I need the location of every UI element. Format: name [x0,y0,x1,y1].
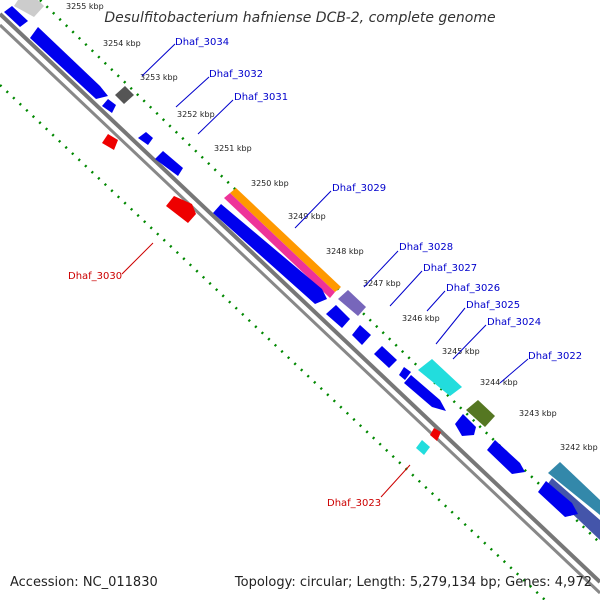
topology-text: Topology: circular; Length: 5,279,134 bp… [234,575,592,590]
cds-arrow [374,346,397,368]
feature-band-magenta [224,193,335,298]
cds-arrow [30,27,108,99]
cds-arrow [487,440,525,474]
gene-arrow-grey-top [14,0,44,17]
tick-label: 3250 kbp [251,179,289,188]
feature-teal-right [548,462,600,515]
tick-label: 3242 kbp [560,443,598,452]
gene-cyan-small [416,440,430,455]
tick-label: 3252 kbp [177,110,215,119]
leader-line [175,76,210,108]
tick-labels: 3255 kbp 3254 kbp 3253 kbp 3252 kbp 3251 kbp… [66,2,598,452]
leader-line [380,464,411,498]
cds-arrow [352,325,371,345]
feature-olive [466,400,495,427]
leader-line [435,307,466,345]
gene-label: Dhaf_3028 [399,242,453,253]
accession-text: Accession: NC_011830 [10,575,158,590]
gene-labels: Dhaf_3034Dhaf_3032Dhaf_3031Dhaf_3029Dhaf… [68,37,582,509]
tick-label: 3243 kbp [519,409,557,418]
cds-arrow [213,204,327,304]
gene-label: Dhaf_3022 [528,351,582,362]
leader-line [499,358,529,384]
tick-label: 3248 kbp [326,247,364,256]
feature-band-orange [230,188,341,292]
gene-label: Dhaf_3024 [487,317,541,328]
gene-label: Dhaf_3023 [327,498,381,509]
cds-arrow [102,99,116,113]
tick-label: 3251 kbp [214,144,252,153]
cds-arrow [138,132,153,145]
leader-line [294,190,332,229]
cds-arrow [155,151,183,176]
gene-label: Dhaf_3032 [209,69,263,80]
cds-arrow [399,367,411,380]
feature-purple [338,290,366,316]
gene-label: Dhaf_3027 [423,263,477,274]
leader-line [141,43,176,77]
tick-label: 3255 kbp [66,2,104,11]
tick-label: 3253 kbp [140,73,178,82]
backbone-outer [0,12,600,584]
leader-line [452,324,487,360]
gene-arrow-red [430,428,441,441]
cds-arrow [455,414,476,436]
cds-arrow [326,305,350,328]
gene-label: Dhaf_3026 [446,283,500,294]
tick-label: 3247 kbp [363,279,401,288]
leader-line [197,99,234,135]
leader-line [389,270,423,307]
cds-arrow [538,481,578,517]
tick-label: 3244 kbp [480,378,518,387]
tick-label: 3246 kbp [402,314,440,323]
leader-line [363,250,399,288]
gene-arrow-red [102,134,118,150]
tick-label: 3254 kbp [103,39,141,48]
leader-line [426,290,446,312]
leader-line [121,242,154,275]
cds-arrow [4,6,28,27]
cds-arrow [404,375,446,411]
gene-arrow-red [166,196,196,223]
backbone-inner [0,23,600,595]
gene-label: Dhaf_3025 [466,300,520,311]
gene-label: Dhaf_3034 [175,37,229,48]
gene-label: Dhaf_3029 [332,183,386,194]
gene-label: Dhaf_3031 [234,92,288,103]
feature-grey-small [115,86,134,104]
map-title: Desulfitobacterium hafniense DCB-2, comp… [104,10,496,26]
feature-cyan-block [418,359,462,396]
dotted-line-inner [0,84,546,600]
gene-label: Dhaf_3030 [68,271,122,282]
